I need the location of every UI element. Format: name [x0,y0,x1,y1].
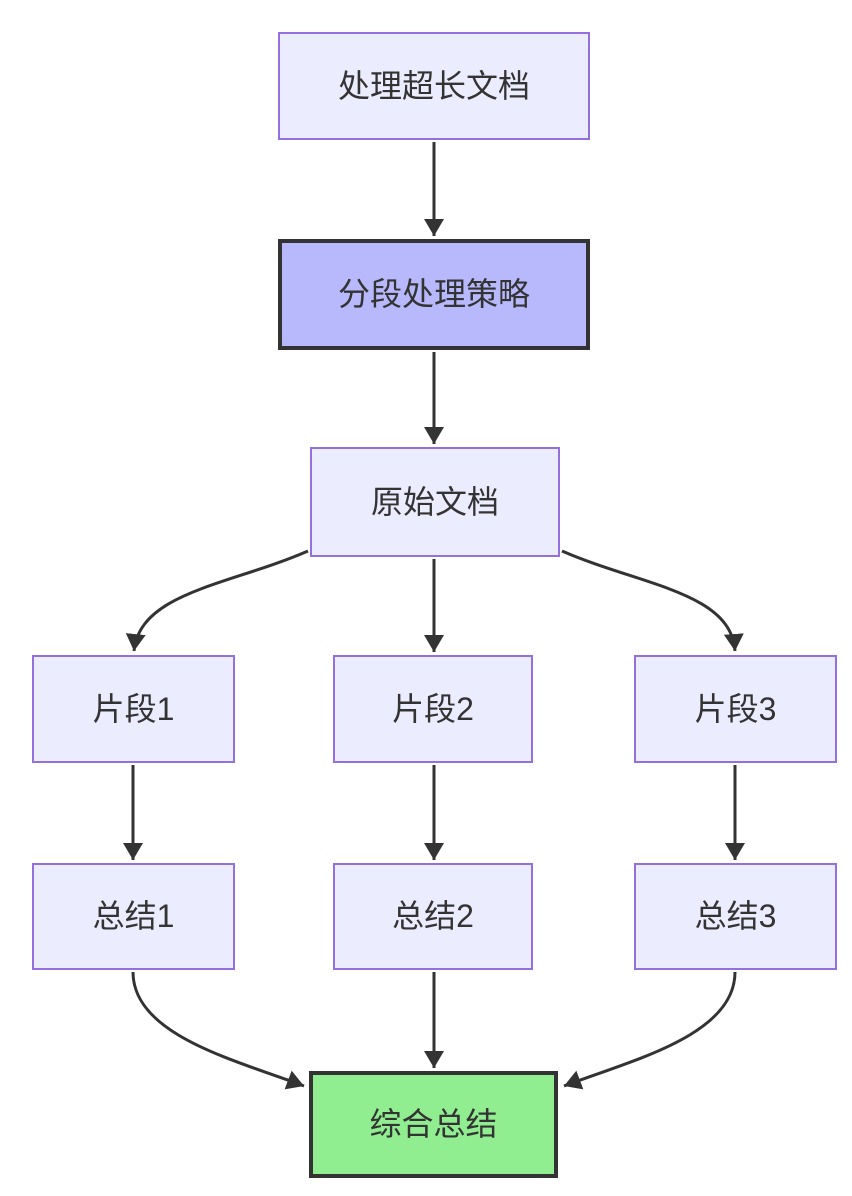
edge-source-doc-to-fragment-1 [125,549,309,652]
node-process-doc-label: 处理超长文档 [337,67,530,104]
node-fragment-1: 片段1 [32,655,235,763]
edge-source-doc-to-fragment-3 [561,549,744,652]
edge-summary-1-to-final-summary [131,971,305,1090]
node-strategy: 分段处理策略 [278,239,590,350]
node-source-doc: 原始文档 [310,447,560,557]
node-final-summary: 综合总结 [309,1071,558,1178]
node-fragment-3: 片段3 [634,655,837,763]
node-summary-2-label: 总结2 [392,898,474,935]
node-summary-3: 总结3 [634,863,837,970]
node-summary-3-label: 总结3 [694,898,777,935]
node-fragment-1-label: 片段1 [92,690,175,727]
node-summary-1: 总结1 [32,863,235,970]
node-fragment-3-label: 片段3 [694,690,777,727]
node-fragment-2: 片段2 [333,655,533,763]
node-process-doc: 处理超长文档 [278,32,590,140]
node-strategy-label: 分段处理策略 [337,276,530,313]
node-summary-1-label: 总结1 [92,898,175,935]
node-final-summary-label: 综合总结 [369,1106,498,1143]
node-source-doc-label: 原始文档 [370,483,499,520]
edge-summary-3-to-final-summary [563,971,737,1090]
node-summary-2: 总结2 [333,863,533,970]
node-fragment-2-label: 片段2 [392,690,474,727]
